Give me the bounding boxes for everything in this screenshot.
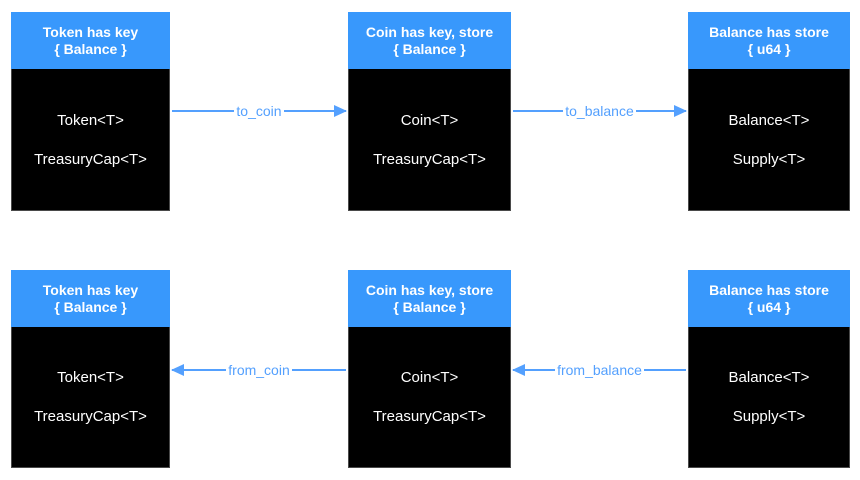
box-title-line2: { Balance } bbox=[54, 298, 127, 315]
arrow-left-icon bbox=[171, 364, 184, 376]
struct-box-balance-top: Balance has store { u64 } Balance<T> Sup… bbox=[688, 12, 850, 211]
struct-field: Supply<T> bbox=[732, 408, 806, 425]
box-title-line1: Token has key bbox=[42, 23, 139, 40]
box-body: Balance<T> Supply<T> bbox=[688, 327, 850, 468]
arrow-left-icon bbox=[512, 364, 525, 376]
struct-field: TreasuryCap<T> bbox=[373, 408, 486, 425]
box-title-line1: Coin has key, store bbox=[365, 23, 494, 40]
arrow-right-icon bbox=[674, 105, 687, 117]
arrow-right-icon bbox=[334, 105, 347, 117]
struct-field: Coin<T> bbox=[400, 111, 459, 129]
arrow-label: from_balance bbox=[555, 362, 644, 378]
arrow-label: to_coin bbox=[234, 103, 284, 119]
box-header: Coin has key, store { Balance } bbox=[348, 12, 511, 69]
arrow-to-coin: to_coin bbox=[171, 100, 347, 122]
arrow-label: to_balance bbox=[563, 103, 636, 119]
box-body: Token<T> TreasuryCap<T> bbox=[11, 327, 170, 468]
box-body: Token<T> TreasuryCap<T> bbox=[11, 69, 170, 211]
box-header: Balance has store { u64 } bbox=[688, 12, 850, 69]
box-title-line1: Balance has store bbox=[709, 281, 829, 298]
struct-field: Token<T> bbox=[57, 111, 124, 129]
arrow-from-balance: from_balance bbox=[512, 359, 687, 381]
box-header: Coin has key, store { Balance } bbox=[348, 270, 511, 327]
arrow-to-balance: to_balance bbox=[512, 100, 687, 122]
box-header: Token has key { Balance } bbox=[11, 270, 170, 327]
arrow-label: from_coin bbox=[226, 362, 292, 378]
box-title-line2: { Balance } bbox=[54, 40, 127, 57]
box-title-line2: { Balance } bbox=[393, 40, 466, 57]
box-title-line1: Balance has store bbox=[709, 23, 829, 40]
box-title-line2: { u64 } bbox=[747, 40, 791, 57]
box-title-line1: Token has key bbox=[42, 281, 139, 298]
struct-box-coin-bottom: Coin has key, store { Balance } Coin<T> … bbox=[348, 270, 511, 468]
struct-box-balance-bottom: Balance has store { u64 } Balance<T> Sup… bbox=[688, 270, 850, 468]
struct-field: Balance<T> bbox=[728, 111, 810, 129]
struct-box-coin-top: Coin has key, store { Balance } Coin<T> … bbox=[348, 12, 511, 211]
struct-field: Balance<T> bbox=[728, 369, 810, 386]
struct-box-token-bottom: Token has key { Balance } Token<T> Treas… bbox=[11, 270, 170, 468]
box-body: Coin<T> TreasuryCap<T> bbox=[348, 69, 511, 211]
struct-field: TreasuryCap<T> bbox=[34, 408, 147, 425]
box-title-line1: Coin has key, store bbox=[365, 281, 494, 298]
struct-box-token-top: Token has key { Balance } Token<T> Treas… bbox=[11, 12, 170, 211]
struct-field: TreasuryCap<T> bbox=[373, 150, 486, 168]
struct-field: Token<T> bbox=[57, 369, 124, 386]
struct-field: Supply<T> bbox=[732, 150, 806, 168]
box-body: Coin<T> TreasuryCap<T> bbox=[348, 327, 511, 468]
box-title-line2: { u64 } bbox=[747, 298, 791, 315]
box-title-line2: { Balance } bbox=[393, 298, 466, 315]
struct-field: TreasuryCap<T> bbox=[34, 150, 147, 168]
arrow-from-coin: from_coin bbox=[171, 359, 347, 381]
box-header: Balance has store { u64 } bbox=[688, 270, 850, 327]
struct-field: Coin<T> bbox=[400, 369, 459, 386]
box-body: Balance<T> Supply<T> bbox=[688, 69, 850, 211]
box-header: Token has key { Balance } bbox=[11, 12, 170, 69]
